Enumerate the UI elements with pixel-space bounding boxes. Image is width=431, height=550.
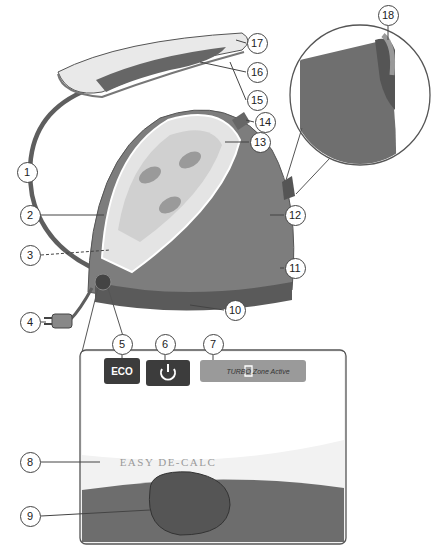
callout-number: 15	[247, 90, 268, 111]
callout-number: 13	[250, 132, 271, 153]
callout-number: 8	[20, 452, 41, 473]
callout-number: 4	[20, 312, 41, 333]
callout-number: 7	[203, 334, 224, 355]
callout-number: 16	[247, 62, 268, 83]
callout-number: 10	[225, 300, 246, 321]
callout-number: 12	[285, 205, 306, 226]
button-label: ECO	[111, 366, 133, 377]
callout-number: 3	[20, 245, 41, 266]
callout-number: 1	[17, 162, 38, 183]
callout-number: 9	[20, 506, 41, 527]
callout-number: 14	[255, 112, 276, 133]
panel-text: TURBO Zone Active	[226, 368, 289, 375]
callout-number: 11	[285, 258, 306, 279]
callout-number: 6	[155, 334, 176, 355]
callout-number: 5	[112, 334, 133, 355]
panel-text: EASY DE-CALC	[120, 456, 217, 468]
callout-number: 17	[247, 33, 268, 54]
callout-number: 2	[20, 205, 41, 226]
callout-number: 18	[378, 5, 399, 26]
